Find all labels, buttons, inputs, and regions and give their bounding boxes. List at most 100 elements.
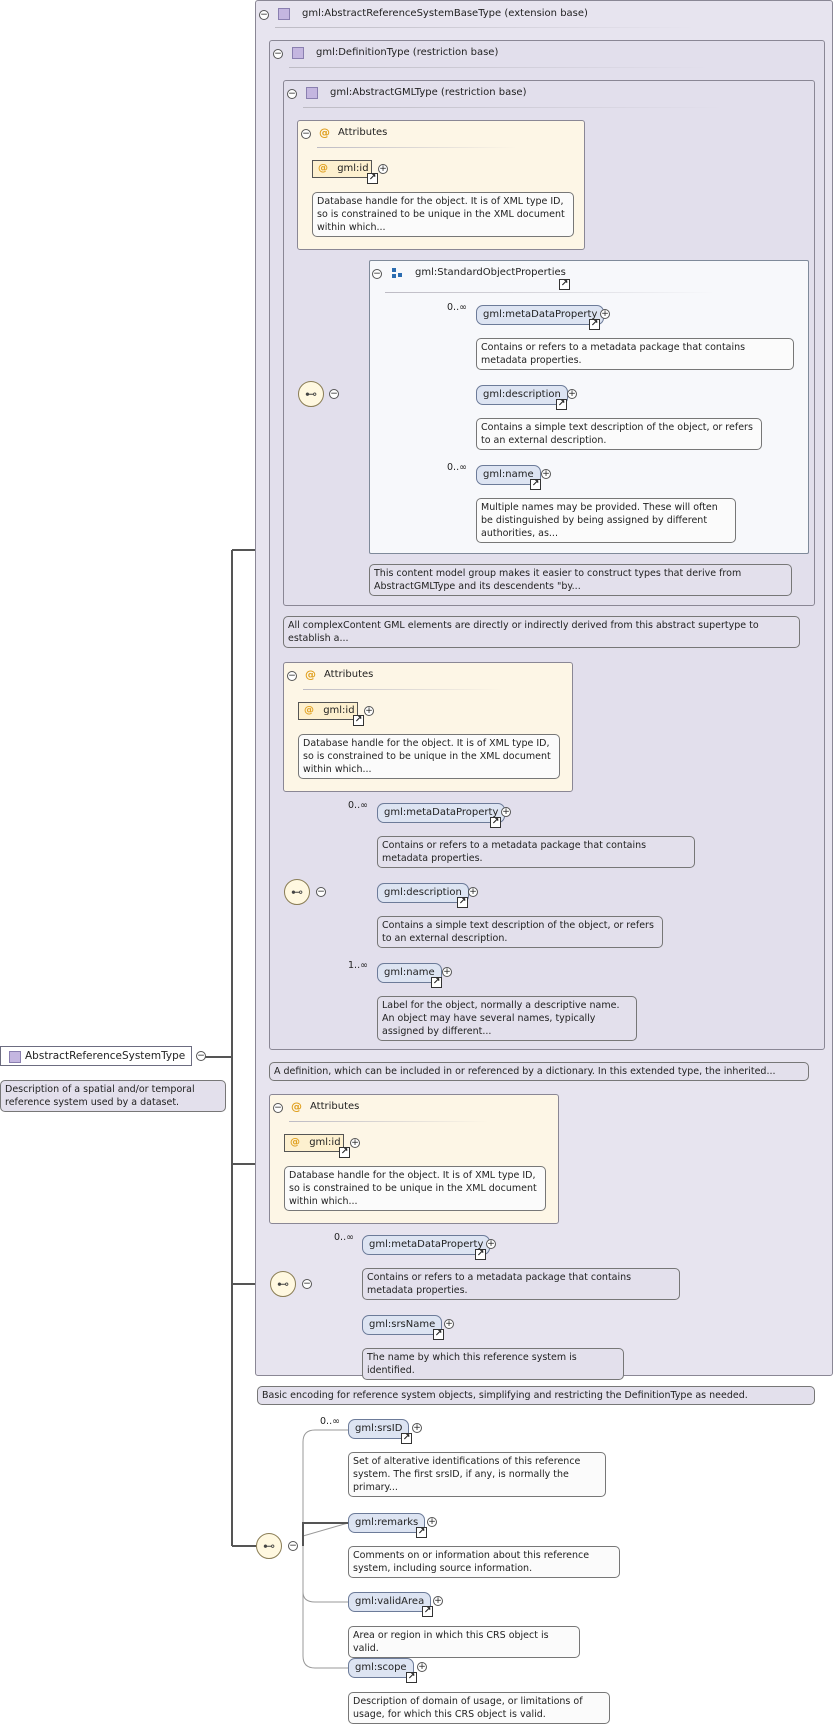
collapse-attrs-icon[interactable]: − [287,671,297,681]
extension-base-doc: Basic encoding for reference system obje… [257,1386,815,1405]
expand-icon[interactable]: + [600,309,610,319]
expand-icon[interactable]: + [501,807,511,817]
expand-icon[interactable]: + [444,1319,454,1329]
header-divider [289,67,709,68]
gml-id-attribute[interactable]: @ gml:id [284,1134,344,1152]
definition-type-title: gml:DefinitionType (restriction base) [316,47,499,58]
link-icon[interactable]: ↗ [431,977,442,988]
header-divider [275,27,695,28]
header-divider [385,292,715,293]
link-icon[interactable]: ↗ [367,173,378,184]
collapse-attrs-icon[interactable]: − [301,129,311,139]
complex-type-icon [278,8,290,20]
expand-icon[interactable]: + [350,1138,360,1148]
collapse-gml-icon[interactable]: − [287,89,297,99]
collapse-def-icon[interactable]: − [273,49,283,59]
standard-object-properties-doc: This content model group makes it easier… [369,564,792,596]
link-icon[interactable]: ↗ [475,1249,486,1260]
link-icon[interactable]: ↗ [457,897,468,908]
name-doc: Multiple names may be provided. These wi… [476,498,736,543]
sequence-icon[interactable]: ⊷ [256,1533,282,1559]
cardinality: 0..∞ [447,462,467,473]
description-element[interactable]: gml:description [476,385,568,405]
expand-icon[interactable]: + [468,887,478,897]
sequence-icon[interactable]: ⊷ [298,381,324,407]
link-icon[interactable]: ↗ [406,1672,417,1683]
expand-icon[interactable]: + [567,389,577,399]
link-icon[interactable]: ↗ [556,399,567,410]
metadata-property-element[interactable]: gml:metaDataProperty [362,1235,491,1255]
gml-id-attribute[interactable]: @ gml:id [298,702,358,720]
gml-id-name: gml:id [309,1137,341,1148]
root-element[interactable]: AbstractReferenceSystemType [0,1046,193,1066]
complex-type-icon [292,47,304,59]
root-documentation: Description of a spatial and/or temporal… [0,1080,226,1112]
link-icon[interactable]: ↗ [530,479,541,490]
description-element[interactable]: gml:description [377,883,469,903]
expand-icon[interactable]: + [427,1517,437,1527]
link-icon[interactable]: ↗ [353,715,364,726]
expand-icon[interactable]: + [378,164,388,174]
collapse-seq-icon[interactable]: − [316,887,326,897]
expand-icon[interactable]: + [364,706,374,716]
gml-id-documentation: Database handle for the object. It is of… [312,192,574,237]
header-divider [303,689,503,690]
link-icon[interactable]: ↗ [589,319,600,330]
collapse-ext-icon[interactable]: − [259,10,269,20]
link-icon[interactable]: ↗ [416,1527,427,1538]
attribute-icon: @ [291,1100,302,1113]
expand-icon[interactable]: + [412,1423,422,1433]
group-icon [392,268,402,278]
link-icon[interactable]: ↗ [339,1147,350,1158]
cardinality: 0..∞ [334,1232,354,1243]
srs-id-element[interactable]: gml:srsID [348,1419,410,1439]
collapse-attrs-icon[interactable]: − [273,1103,283,1113]
metadata-property-element[interactable]: gml:metaDataProperty [377,803,506,823]
srs-name-element[interactable]: gml:srsName [362,1315,443,1335]
gml-id-attribute[interactable]: @ gml:id [312,160,372,178]
header-divider [289,1121,489,1122]
attribute-icon: @ [318,163,328,174]
expand-icon[interactable]: + [433,1596,443,1606]
link-icon[interactable]: ↗ [490,817,501,828]
expand-icon[interactable]: + [442,967,452,977]
collapse-seq-icon[interactable]: − [288,1541,298,1551]
attributes-label: Attributes [310,1101,360,1112]
scope-element[interactable]: gml:scope [348,1658,414,1678]
header-divider [317,147,517,148]
name-doc: Label for the object, normally a descrip… [377,996,637,1041]
valid-area-element[interactable]: gml:validArea [348,1592,432,1612]
link-icon[interactable]: ↗ [559,279,570,290]
sequence-icon[interactable]: ⊷ [284,879,310,905]
attribute-icon: @ [304,705,314,716]
name-element[interactable]: gml:name [377,963,442,983]
metadata-property-element[interactable]: gml:metaDataProperty [476,305,605,325]
remarks-element[interactable]: gml:remarks [348,1513,426,1533]
link-icon[interactable]: ↗ [422,1606,433,1617]
complex-type-icon [9,1051,21,1063]
link-icon[interactable]: ↗ [433,1329,444,1340]
definition-type-doc: A definition, which can be included in o… [269,1062,809,1081]
valid-area-doc: Area or region in which this CRS object … [348,1626,580,1658]
expand-icon[interactable]: + [417,1662,427,1672]
expand-icon[interactable]: + [486,1239,496,1249]
srs-name-doc: The name by which this reference system … [362,1348,624,1380]
name-element[interactable]: gml:name [476,465,541,485]
link-icon[interactable]: ↗ [401,1433,412,1444]
collapse-seq-icon[interactable]: − [329,389,339,399]
collapse-seq-icon[interactable]: − [302,1279,312,1289]
metadata-property-doc: Contains or refers to a metadata package… [377,836,695,868]
attribute-icon: @ [305,668,316,681]
collapse-root-icon[interactable]: − [196,1051,206,1061]
metadata-property-doc: Contains or refers to a metadata package… [476,338,794,370]
gml-id-name: gml:id [337,163,369,174]
gml-type-title: gml:AbstractGMLType (restriction base) [330,87,527,98]
sequence-icon[interactable]: ⊷ [270,1271,296,1297]
collapse-group-icon[interactable]: − [372,269,382,279]
cardinality: 0..∞ [320,1416,340,1427]
expand-icon[interactable]: + [541,469,551,479]
cardinality: 0..∞ [447,302,467,313]
header-divider [303,107,723,108]
standard-object-properties-title: gml:StandardObjectProperties [415,267,566,278]
extension-base-title: gml:AbstractReferenceSystemBaseType (ext… [302,8,588,19]
